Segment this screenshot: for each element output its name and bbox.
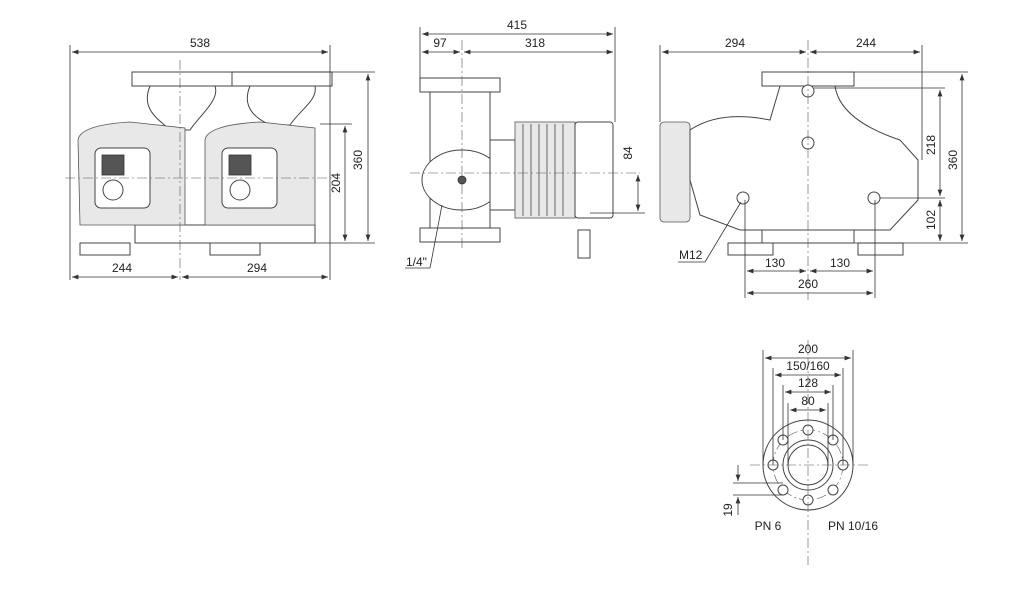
rear-view: 294 244 218 360 102 M12 130 130 260 [659, 36, 968, 300]
cable-coil-left [79, 242, 131, 256]
dim-half-spacing-right: 130 [830, 256, 850, 270]
side-view: 415 97 318 84 1/4" [405, 18, 645, 269]
front-view: 538 360 204 244 294 [65, 36, 375, 280]
dim-center-height: 204 [329, 173, 343, 193]
dim-bolt-circle: 150/160 [786, 359, 830, 373]
dim-rear-right-width: 244 [856, 36, 876, 50]
label-pn-right: PN 10/16 [828, 519, 878, 533]
motor-fins [514, 121, 576, 219]
dim-raised-face: 128 [798, 376, 818, 390]
dim-lower-height: 102 [924, 210, 938, 230]
dim-flange-to-axis: 97 [433, 36, 447, 50]
flange-view: 200 150/160 128 80 19 PN 6 PN 10/16 [721, 340, 878, 565]
dim-half-spacing-left: 130 [765, 256, 785, 270]
dim-left-width: 244 [112, 261, 132, 275]
dim-rear-height: 360 [946, 150, 960, 170]
label-bolt-size: M12 [679, 248, 703, 262]
dim-upper-height: 218 [924, 135, 938, 155]
dim-overall-width: 538 [190, 36, 210, 50]
dim-rear-left-width: 294 [725, 36, 745, 50]
dim-motor-length: 318 [525, 36, 545, 50]
label-pn-left: PN 6 [755, 519, 782, 533]
dim-overall-length: 415 [507, 18, 527, 32]
dim-foot-spacing: 260 [798, 277, 818, 291]
dim-height: 360 [351, 150, 365, 170]
dim-flange-outer: 200 [798, 342, 818, 356]
label-port-size: 1/4" [406, 255, 427, 269]
dim-offset: 19 [721, 503, 735, 517]
dim-right-width: 294 [247, 261, 267, 275]
cable-coil-right [209, 242, 261, 256]
dim-motor-offset: 84 [621, 146, 635, 160]
dim-bore: 80 [801, 394, 815, 408]
